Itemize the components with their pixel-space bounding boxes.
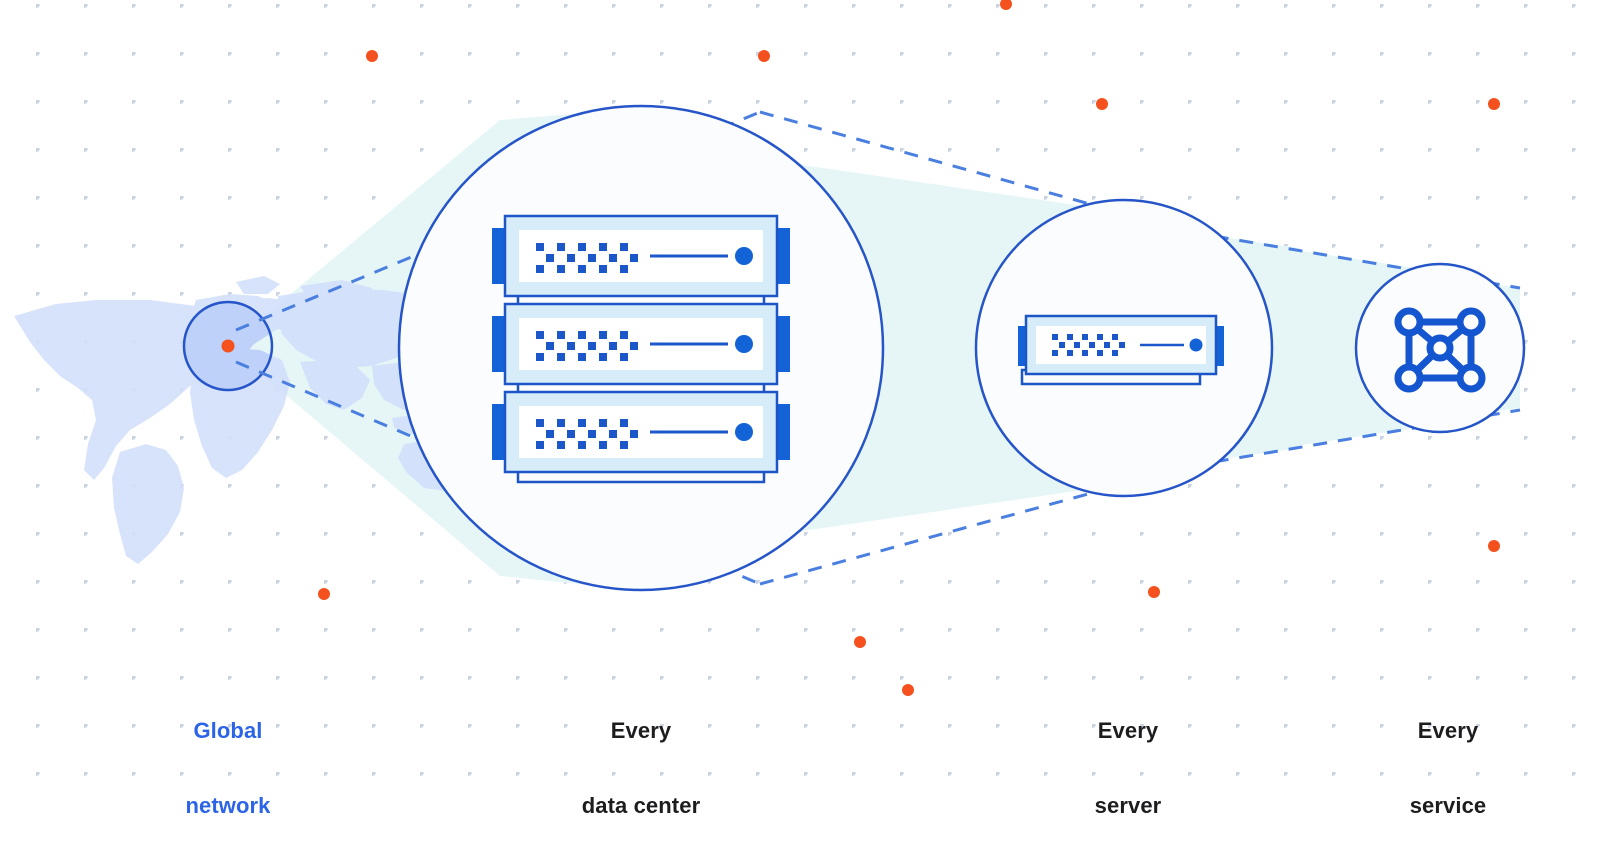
globe-highlight-circle xyxy=(182,300,274,392)
label-global-network-line2: network xyxy=(185,793,271,818)
label-every-data-center-line2: data center xyxy=(581,793,701,818)
vent-pattern-server xyxy=(1052,334,1125,356)
status-led-server xyxy=(1189,338,1203,352)
rack-unit-1 xyxy=(492,214,790,298)
globe-location-marker xyxy=(221,339,235,353)
status-led-2 xyxy=(735,335,753,353)
status-led-1 xyxy=(735,247,753,265)
vent-pattern-3 xyxy=(536,419,638,449)
stage-every-service xyxy=(1354,262,1526,434)
vent-pattern-2 xyxy=(536,331,638,361)
stage-every-data-center xyxy=(397,104,885,592)
server-unit xyxy=(1018,314,1224,386)
stage-every-server xyxy=(974,198,1274,498)
network-mesh-nodes xyxy=(1394,307,1486,393)
accent-dots xyxy=(318,0,1500,696)
vent-pattern-1 xyxy=(536,243,638,273)
rack-unit-2 xyxy=(492,302,790,386)
diagram-canvas: Global network Every data center Every s… xyxy=(0,0,1620,818)
label-every-service-line2: service xyxy=(1409,793,1487,818)
label-every-server-line2: server xyxy=(1094,793,1162,818)
rack-unit-3 xyxy=(492,390,790,474)
world-map-icon xyxy=(14,276,518,564)
status-led-3 xyxy=(735,423,753,441)
